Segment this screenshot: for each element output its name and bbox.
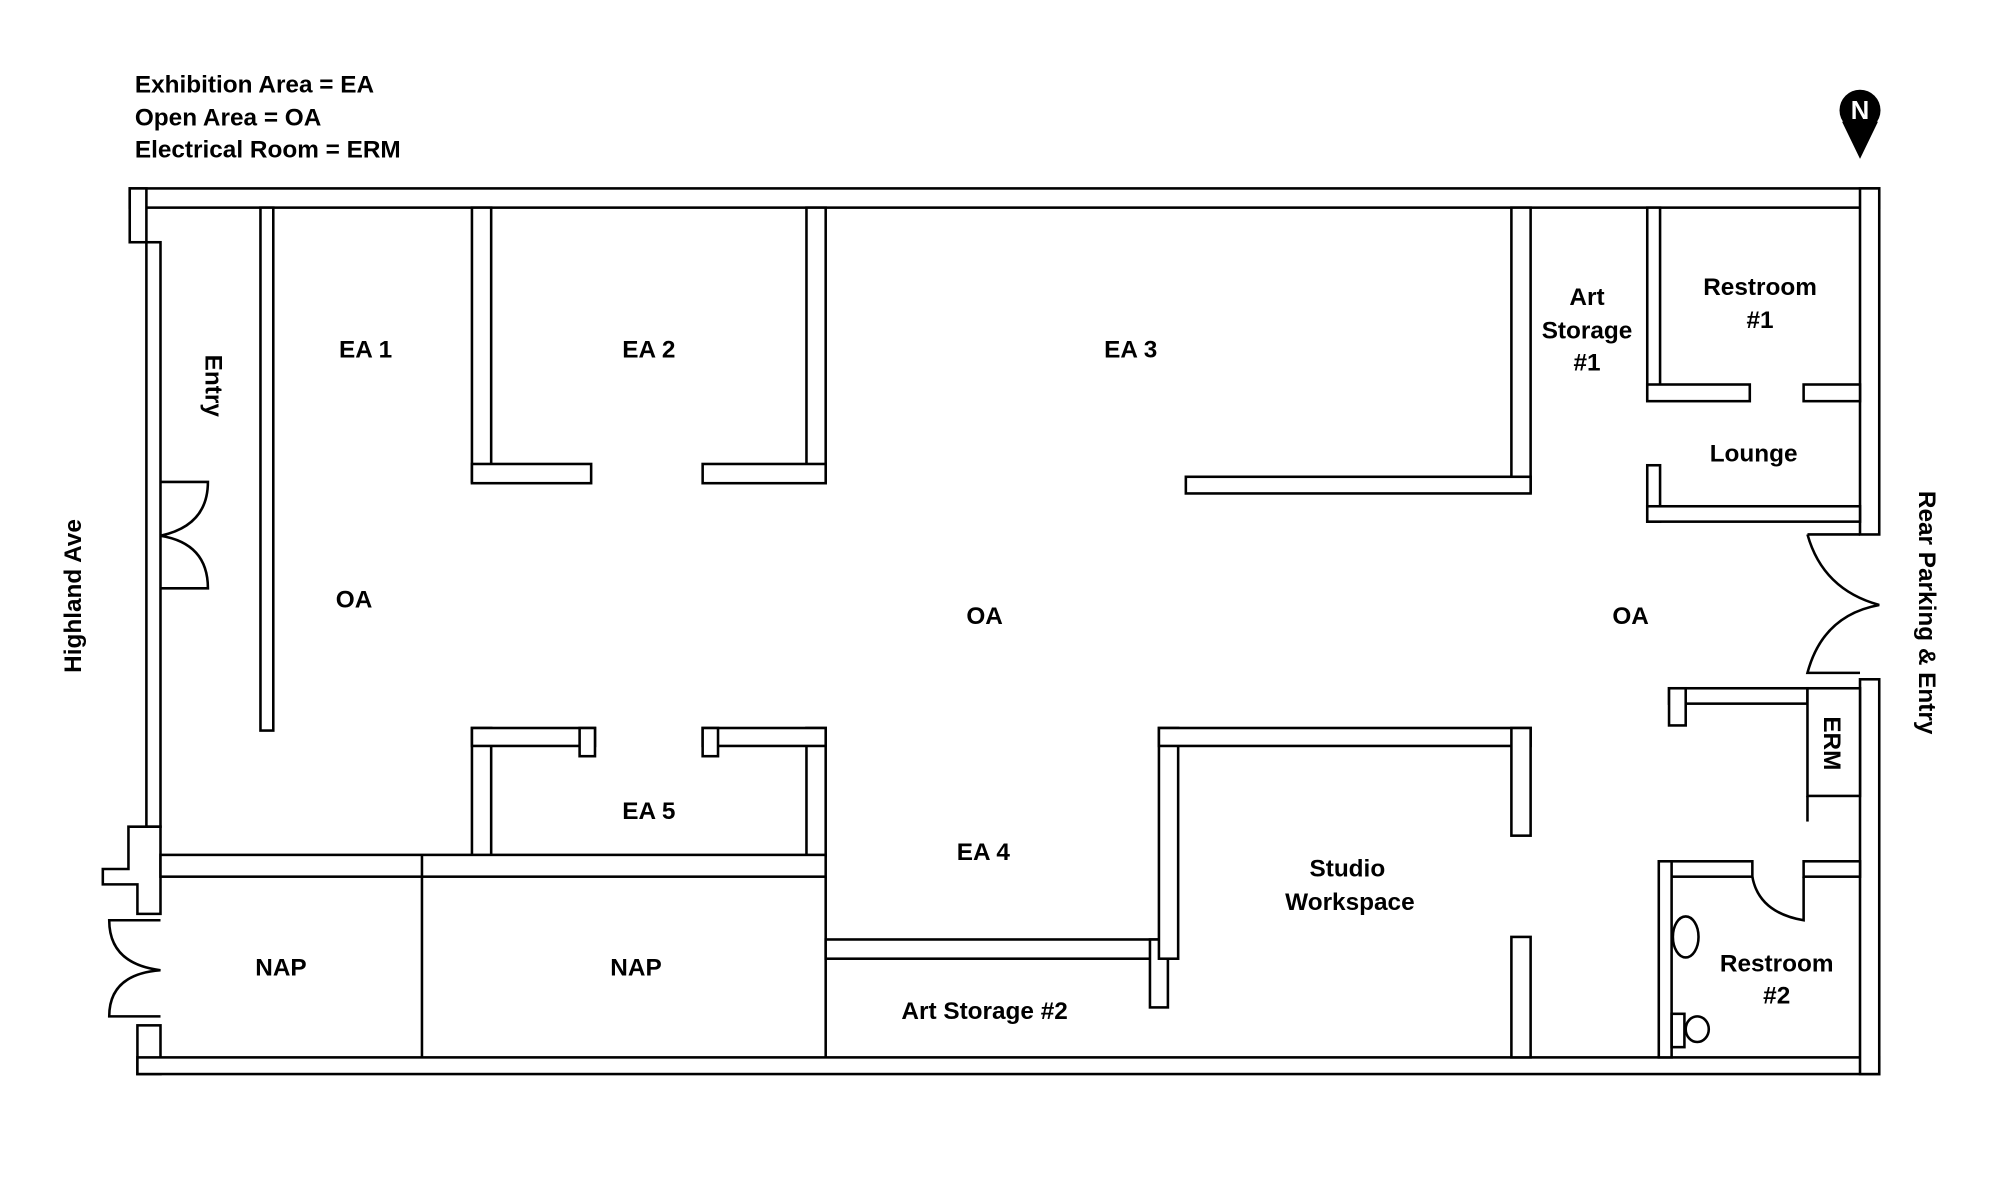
- toilet-tank-icon: [1670, 1012, 1686, 1049]
- label-restroom-2-b: #2: [1763, 983, 1790, 1010]
- entry-door-icon: [160, 480, 210, 590]
- label-studio-b: Workspace: [1285, 889, 1414, 916]
- label-studio-a: Studio: [1309, 856, 1385, 883]
- label-ea5: EA 5: [622, 798, 675, 825]
- label-art-storage-2: Art Storage #2: [901, 998, 1067, 1025]
- west-door-icon: [107, 918, 161, 1018]
- label-restroom-1-b: #1: [1747, 307, 1774, 334]
- legend-erm: Electrical Room = ERM: [135, 137, 401, 164]
- north-label: N: [1851, 97, 1870, 125]
- label-restroom-2-a: Restroom: [1720, 951, 1834, 978]
- label-ea3: EA 3: [1104, 337, 1157, 364]
- north-arrow-icon: N: [1839, 89, 1881, 159]
- street-rear-parking: Rear Parking & Entry: [1913, 491, 1940, 735]
- rear-door-icon: [1805, 533, 1880, 675]
- label-oa-west: OA: [336, 587, 373, 614]
- label-nap-1: NAP: [255, 954, 306, 981]
- label-lounge: Lounge: [1710, 440, 1798, 467]
- label-restroom-1-a: Restroom: [1703, 274, 1817, 301]
- label-art-storage-1-c: #1: [1573, 349, 1600, 376]
- toilet-icon: [1684, 1015, 1711, 1044]
- legend-ea: Exhibition Area = EA: [135, 71, 374, 98]
- label-nap-2: NAP: [610, 954, 661, 981]
- legend-oa: Open Area = OA: [135, 105, 321, 132]
- street-highland-ave: Highland Ave: [60, 519, 87, 673]
- restroom-2-door-icon: [1751, 876, 1805, 922]
- label-art-storage-1-b: Storage: [1542, 317, 1633, 344]
- legend: Exhibition Area = EA Open Area = OA Elec…: [135, 71, 401, 163]
- label-entry: Entry: [199, 355, 226, 418]
- doors: [107, 480, 1880, 1049]
- label-ea1: EA 1: [339, 337, 392, 364]
- outer-walls: [101, 187, 1881, 1076]
- label-oa-center: OA: [966, 603, 1003, 630]
- label-erm: ERM: [1818, 716, 1845, 770]
- interior-walls: [159, 206, 1862, 1059]
- label-ea4: EA 4: [957, 839, 1011, 866]
- label-art-storage-1-a: Art: [1569, 284, 1604, 311]
- sink-icon: [1671, 915, 1700, 959]
- label-oa-east: OA: [1612, 603, 1649, 630]
- room-labels: Entry Highland Ave Rear Parking & Entry …: [60, 274, 1940, 1025]
- label-ea2: EA 2: [622, 337, 675, 364]
